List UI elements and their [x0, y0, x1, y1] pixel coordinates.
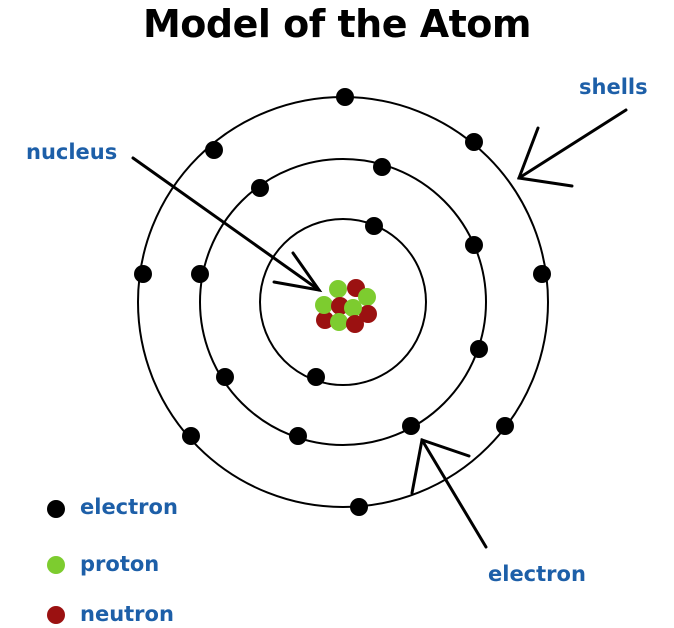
arrows	[131, 108, 628, 549]
shells-arrow	[517, 108, 628, 180]
neutron	[359, 305, 377, 323]
nucleus-arrow	[131, 156, 321, 292]
legend-item-neutron: neutron	[47, 602, 174, 626]
outer-shell-electrons	[134, 88, 551, 516]
legend-item-electron: electron	[47, 495, 178, 519]
legend-swatch-electron	[47, 500, 65, 518]
electron-arrow	[420, 438, 488, 549]
proton	[344, 299, 362, 317]
inner-shell	[259, 218, 427, 386]
shells-arrow-head	[516, 126, 574, 188]
neutron	[346, 315, 364, 333]
electron	[470, 340, 488, 358]
label-nucleus: nucleus	[26, 140, 117, 164]
electron	[251, 179, 269, 197]
legend-swatch-proton	[47, 556, 65, 574]
electron	[336, 88, 354, 106]
nucleus	[315, 279, 377, 333]
electron	[205, 141, 223, 159]
proton	[315, 296, 333, 314]
neutron	[316, 311, 334, 329]
electron-arrow-head	[410, 438, 471, 495]
middle-shell	[199, 158, 487, 446]
proton	[329, 280, 347, 298]
diagram-title: Model of the Atom	[142, 2, 532, 46]
electron	[365, 217, 383, 235]
legend-label-neutron: neutron	[80, 602, 174, 626]
nucleus-arrow-head	[272, 251, 323, 293]
legend-label-proton: proton	[80, 552, 159, 576]
inner-shell-electrons	[307, 217, 383, 386]
electron	[496, 417, 514, 435]
electron	[307, 368, 325, 386]
electron	[465, 133, 483, 151]
legend-label-electron: electron	[80, 495, 178, 519]
electron	[191, 265, 209, 283]
electron	[350, 498, 368, 516]
proton	[358, 288, 376, 306]
electron	[373, 158, 391, 176]
label-shells: shells	[579, 75, 648, 99]
electron	[533, 265, 551, 283]
legend-item-proton: proton	[47, 552, 159, 576]
electron	[465, 236, 483, 254]
proton	[330, 313, 348, 331]
middle-shell-electrons	[191, 158, 488, 445]
electron	[182, 427, 200, 445]
electron	[289, 427, 307, 445]
label-electron: electron	[488, 562, 586, 586]
electron	[402, 417, 420, 435]
legend-swatch-neutron	[47, 606, 65, 624]
electron	[134, 265, 152, 283]
legend: electron proton neutron	[47, 495, 178, 626]
electron	[216, 368, 234, 386]
